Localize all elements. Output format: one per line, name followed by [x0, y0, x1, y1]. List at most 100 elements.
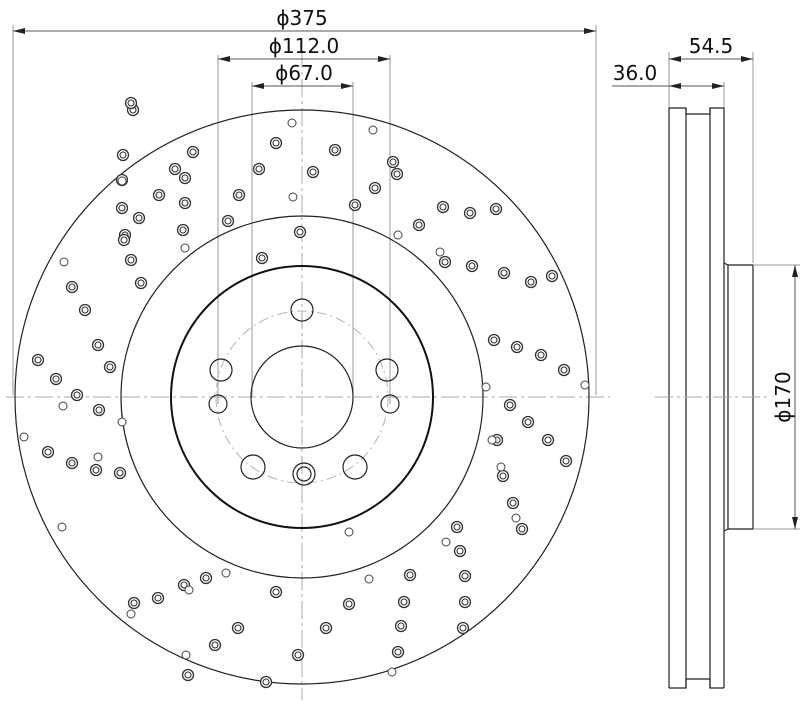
drilled-hole-inner — [296, 228, 304, 236]
vent-hole — [368, 125, 378, 135]
drilled-hole-inner — [513, 343, 521, 351]
drilled-hole — [132, 211, 146, 225]
drilled-hole — [541, 433, 555, 447]
drilled-hole — [291, 648, 305, 662]
drilled-hole — [178, 196, 192, 210]
drilled-hole-inner — [81, 306, 89, 314]
drilled-hole — [65, 456, 79, 470]
drilled-hole-inner — [441, 258, 449, 266]
arrow-icon — [252, 83, 264, 89]
drilled-hole-inner — [181, 174, 189, 182]
drilled-holes — [31, 96, 573, 689]
drilled-hole — [117, 233, 131, 247]
arrow-icon — [584, 28, 596, 34]
arrow-icon — [792, 517, 798, 529]
drilled-hole — [458, 595, 472, 609]
drilled-hole — [199, 571, 213, 585]
drilled-hole — [255, 251, 269, 265]
drilled-hole — [92, 403, 106, 417]
bolt-hole — [380, 394, 400, 414]
vent-hole — [181, 650, 191, 660]
drilled-hole-inner — [272, 588, 280, 596]
drilled-hole — [231, 621, 245, 635]
drilled-hole-inner — [262, 678, 270, 686]
bolt-hole — [342, 454, 368, 480]
drilled-hole — [489, 202, 503, 216]
drilled-hole-inner — [68, 283, 76, 291]
vent-hole — [59, 257, 69, 267]
bolt-hole — [209, 358, 233, 382]
drilled-hole-inner — [135, 214, 143, 222]
drilled-hole-inner — [461, 598, 469, 606]
drilled-hole-inner — [116, 469, 124, 477]
arrow-icon — [218, 56, 230, 62]
drilled-hole-inner — [456, 547, 464, 555]
vent-hole — [344, 527, 354, 537]
drilled-hole-inner — [235, 191, 243, 199]
drilled-hole — [91, 338, 105, 352]
drilled-hole — [103, 360, 117, 374]
drilled-hole — [41, 445, 55, 459]
drilled-hole-inner — [234, 624, 242, 632]
drilled-hole-inner — [52, 375, 60, 383]
drilled-hole — [70, 388, 84, 402]
front-dimensions: ϕ375 ϕ112.0 ϕ67.0 — [13, 6, 596, 89]
drilled-hole-inner — [202, 574, 210, 582]
drilled-hole-inner — [468, 262, 476, 270]
drilled-hole-inner — [181, 199, 189, 207]
vent-hole — [117, 417, 127, 427]
drilled-hole-inner — [119, 151, 127, 159]
drilled-hole — [232, 188, 246, 202]
vent-hole — [93, 452, 103, 462]
side-view: 54.5 36.0 ϕ170 — [612, 34, 800, 689]
drilled-hole-inner — [371, 184, 379, 192]
center-bore-label: ϕ67.0 — [275, 61, 333, 85]
vent-hole — [58, 401, 68, 411]
drilled-hole — [186, 145, 200, 159]
drilled-hole-inner — [509, 499, 517, 507]
side-bottom-edge — [669, 678, 724, 689]
drilled-hole — [319, 621, 333, 635]
drilled-hole-inner — [389, 158, 397, 166]
vent-hole — [126, 609, 136, 619]
drilled-hole-inner — [499, 472, 507, 480]
vent-hole — [117, 176, 127, 186]
drilled-hole — [521, 415, 535, 429]
drilled-hole — [124, 96, 138, 110]
drilled-hole-inner — [500, 269, 508, 277]
bolt-hole — [290, 298, 314, 322]
drilled-hole-inner — [294, 651, 302, 659]
drilled-hole-inner — [461, 572, 469, 580]
drilled-hole-inner — [130, 599, 138, 607]
drilled-hole — [134, 276, 148, 290]
drilled-hole — [368, 181, 382, 195]
vent-hole — [487, 435, 497, 445]
drilled-hole-inner — [397, 622, 405, 630]
drilled-hole-inner — [537, 351, 545, 359]
drilled-hole-inner — [120, 236, 128, 244]
drilled-hole-inner — [331, 146, 339, 154]
vent-hole — [441, 537, 451, 547]
drilled-hole — [124, 253, 138, 267]
drilled-hole — [348, 198, 362, 212]
front-view — [6, 25, 610, 700]
drilled-hole — [559, 454, 573, 468]
drilled-hole — [178, 171, 192, 185]
drilled-hole — [496, 469, 510, 483]
drilled-hole — [456, 621, 470, 635]
drilled-hole-inner — [171, 165, 179, 173]
drilled-hole-inner — [394, 648, 402, 656]
drilled-hole — [89, 463, 103, 477]
drilled-hole — [497, 266, 511, 280]
drilled-hole-inner — [106, 363, 114, 371]
drilled-hole-inner — [400, 598, 408, 606]
pcd-diameter-label: ϕ112.0 — [269, 34, 339, 58]
drilled-hole-inner — [73, 391, 81, 399]
drilled-hole-inner — [34, 356, 42, 364]
drilled-hole-inner — [127, 256, 135, 264]
arrow-icon — [741, 56, 753, 62]
drilled-hole-inner — [506, 401, 514, 409]
drilled-hole — [465, 259, 479, 273]
bolt-hole — [208, 394, 228, 414]
drilled-hole — [503, 398, 517, 412]
